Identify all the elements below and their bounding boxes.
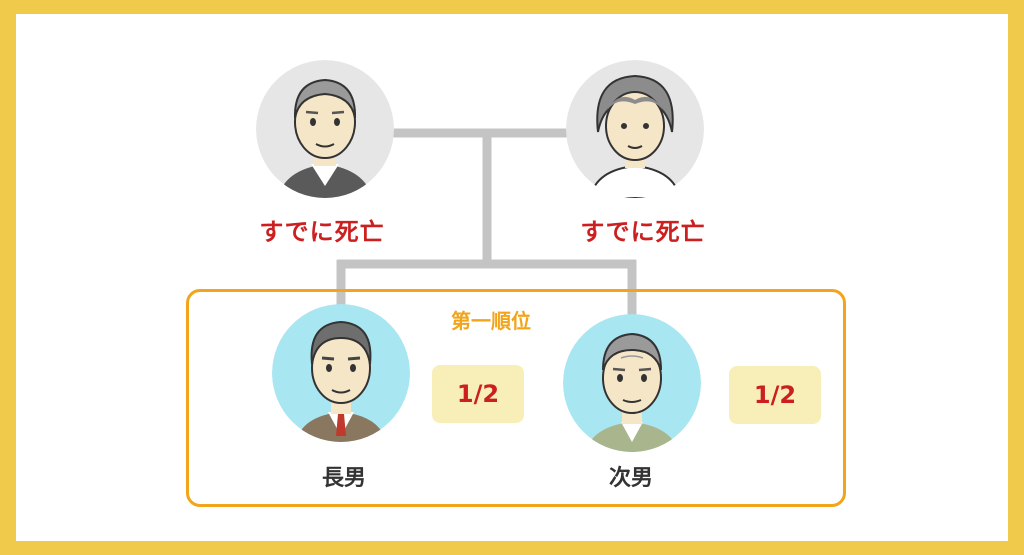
parent-1-status: すでに死亡 (259, 218, 385, 246)
elderly-man-avatar-icon (256, 60, 394, 198)
middle-aged-man-avatar-icon (272, 304, 410, 442)
child-1-name: 長男 (321, 466, 366, 491)
child-2-share-badge: 1/2 (729, 366, 821, 424)
elderly-woman-avatar-icon (566, 60, 704, 198)
group-label: 第一順位 (451, 309, 531, 333)
parent-2-status: すでに死亡 (580, 218, 706, 246)
first-rank-group-box (186, 289, 846, 507)
child-1-share-badge: 1/2 (432, 365, 524, 423)
older-man-avatar-icon (563, 314, 701, 452)
child-2-name: 次男 (608, 466, 653, 491)
diagram-canvas (16, 14, 1008, 541)
